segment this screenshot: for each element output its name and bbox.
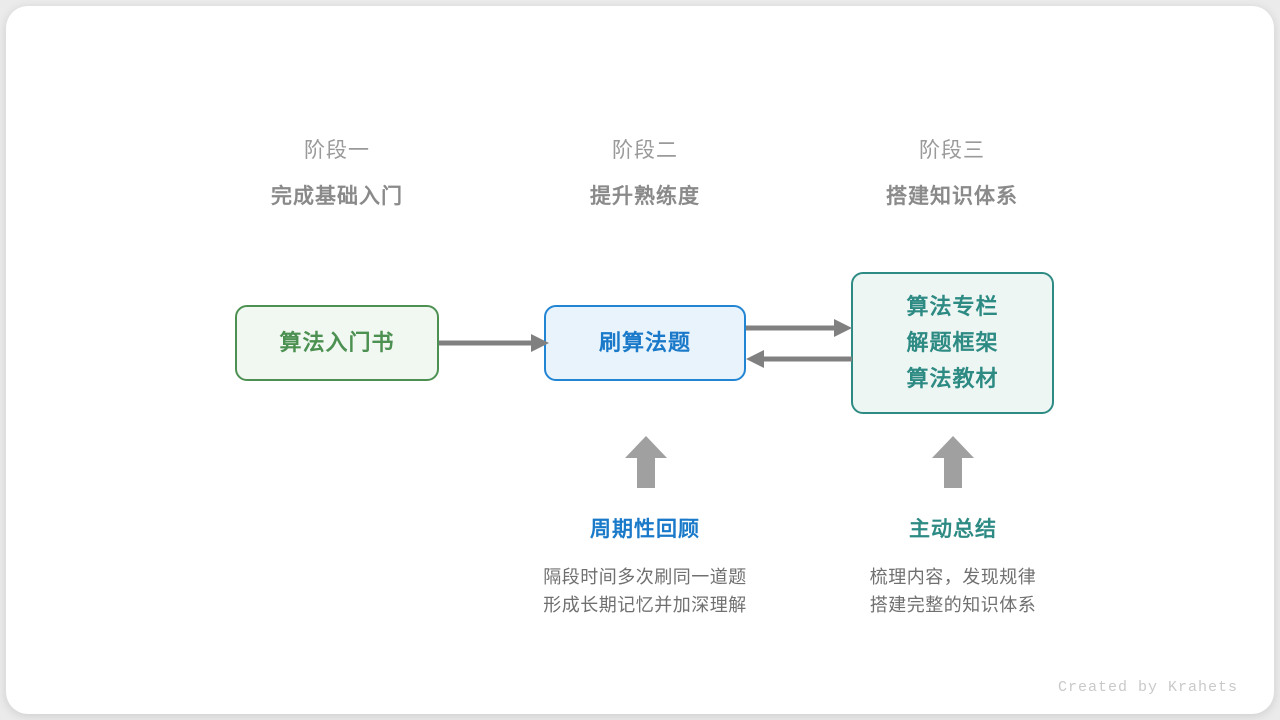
- node-line: 算法专栏: [906, 294, 999, 319]
- stage-title: 搭建知识体系: [886, 185, 1018, 208]
- arrow-practice-to-resources: [746, 319, 852, 337]
- stage-title: 完成基础入门: [271, 185, 403, 208]
- node-line: 算法教材: [906, 366, 999, 391]
- diagram-card: 阶段一 完成基础入门 阶段二 提升熟练度 阶段三 搭建知识体系 算法入门书 刷算…: [6, 6, 1274, 714]
- caption-title: 周期性回顾: [590, 518, 700, 541]
- node-line: 刷算法题: [598, 330, 691, 355]
- caption-title: 主动总结: [909, 518, 997, 541]
- arrow-book-to-practice: [439, 334, 549, 352]
- caption-line: 形成长期记忆并加深理解: [543, 595, 747, 615]
- up-arrow-icon-summary: [932, 436, 974, 488]
- stage-title: 提升熟练度: [590, 185, 700, 208]
- stage-label: 阶段一: [304, 139, 370, 162]
- node-line: 算法入门书: [279, 330, 395, 355]
- stage-heading-2: 阶段二 提升熟练度: [515, 136, 775, 212]
- caption-line: 搭建完整的知识体系: [869, 595, 1037, 615]
- stage-label: 阶段二: [612, 139, 678, 162]
- node-algorithm-intro-book[interactable]: 算法入门书: [235, 305, 439, 381]
- caption-periodic-review: 周期性回顾 隔段时间多次刷同一道题 形成长期记忆并加深理解: [495, 515, 795, 619]
- stage-label: 阶段三: [919, 139, 985, 162]
- node-line: 解题框架: [906, 330, 999, 355]
- stage-heading-3: 阶段三 搭建知识体系: [822, 136, 1082, 212]
- credit-text: Created by Krahets: [1057, 679, 1238, 696]
- node-learning-resources[interactable]: 算法专栏 解题框架 算法教材: [851, 272, 1054, 414]
- caption-line: 梳理内容，发现规律: [869, 567, 1037, 587]
- stage-heading-1: 阶段一 完成基础入门: [207, 136, 467, 212]
- arrow-resources-to-practice: [746, 350, 852, 368]
- caption-line: 隔段时间多次刷同一道题: [543, 567, 747, 587]
- node-practice-problems[interactable]: 刷算法题: [544, 305, 746, 381]
- caption-active-summary: 主动总结 梳理内容，发现规律 搭建完整的知识体系: [803, 515, 1103, 619]
- up-arrow-icon-review: [625, 436, 667, 488]
